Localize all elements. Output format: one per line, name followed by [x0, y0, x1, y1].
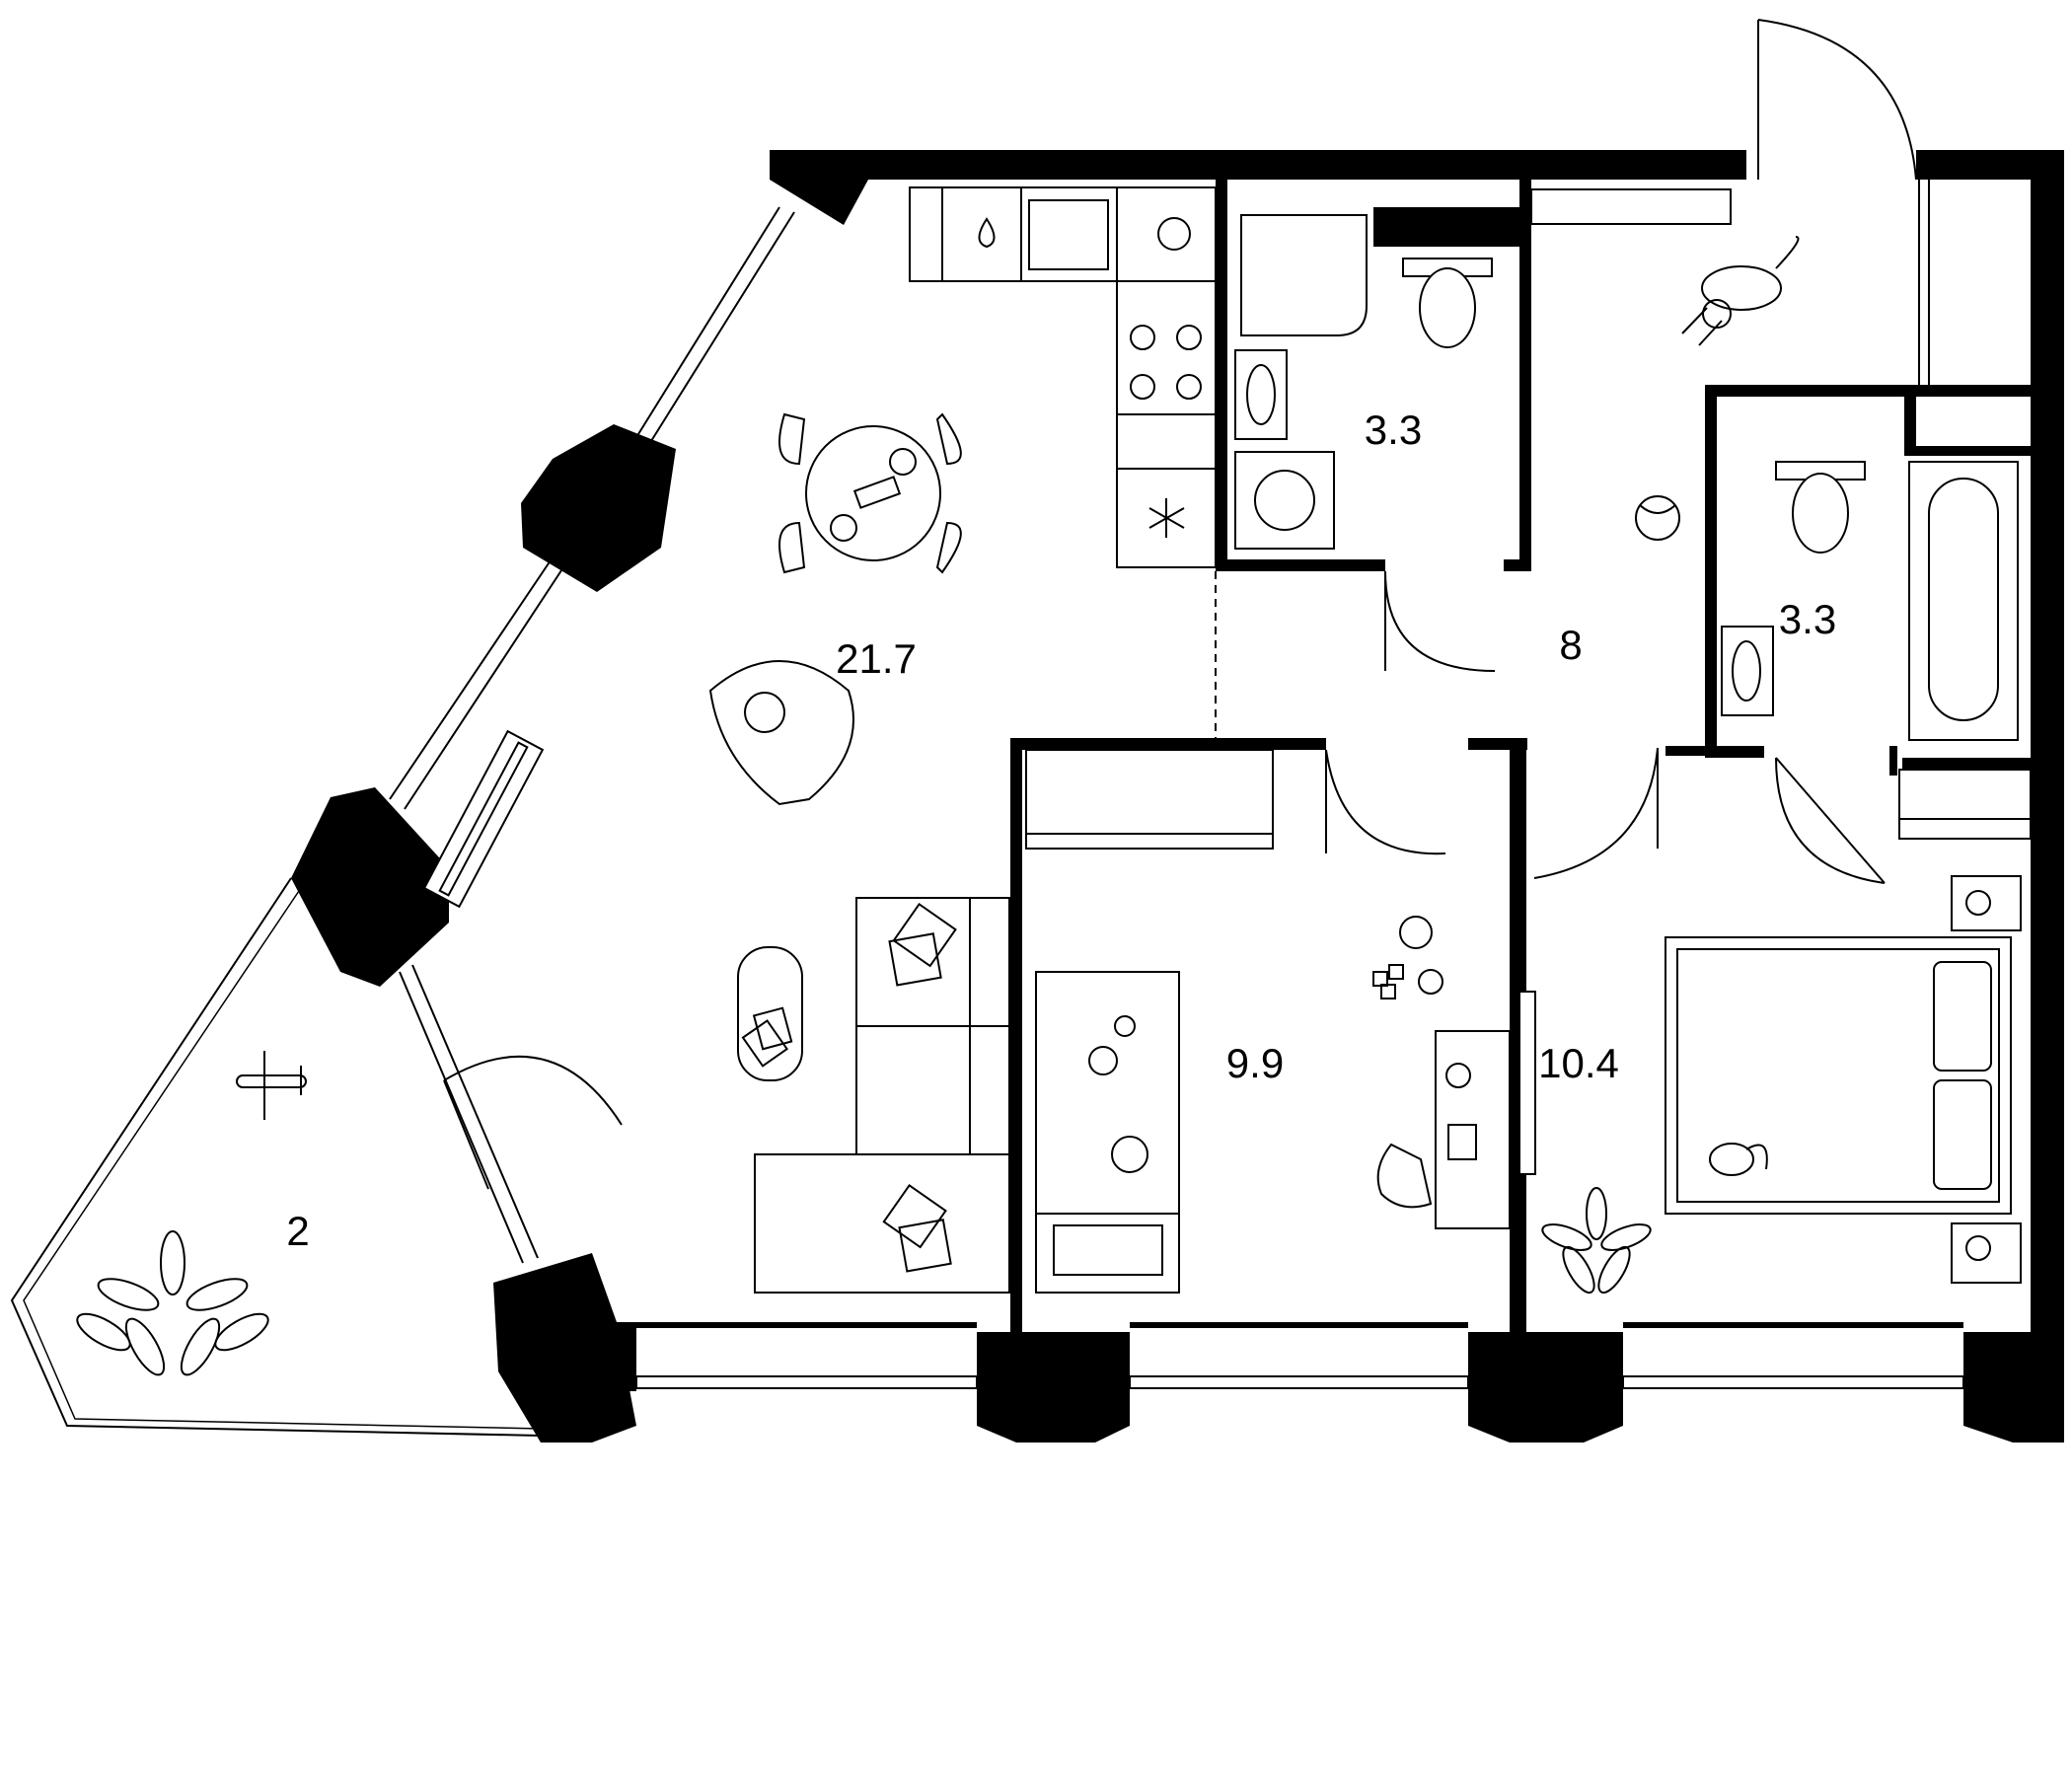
kids-room-furniture: [1025, 749, 1511, 1294]
water-drop-icon: [978, 217, 996, 249]
toy-blocks-icon: [1372, 916, 1443, 999]
area-label-balcony: 2: [286, 1208, 309, 1254]
walls: [291, 150, 2064, 1443]
bathroom-1-fixtures: [1234, 214, 1493, 550]
tv-stand: [422, 729, 545, 909]
washing-machine-icon: [1254, 470, 1315, 531]
teddy-bear-icon: [1088, 1015, 1136, 1075]
bedroom-furniture: [1518, 769, 2032, 1284]
fridge-icon: [1148, 498, 1185, 538]
dining-table: [778, 412, 962, 574]
plant-icon: [1541, 1187, 1652, 1295]
armchair: [708, 660, 854, 806]
toy-icon: [1111, 1136, 1148, 1173]
area-label-living-kitchen: 21.7: [836, 635, 917, 682]
area-labels: 21.7 3.3 8 3.3 9.9 10.4 2: [286, 407, 1836, 1254]
area-label-hallway: 8: [1559, 622, 1582, 668]
area-label-bathroom-1: 3.3: [1365, 407, 1422, 453]
balcony: [10, 877, 623, 1437]
stove-icon: [1130, 325, 1202, 400]
area-label-bathroom-2: 3.3: [1779, 596, 1836, 642]
sofa: [754, 897, 1010, 1294]
plant-icon: [76, 1230, 269, 1376]
ball-icon: [1635, 495, 1680, 541]
kitchen: [909, 186, 1217, 568]
area-label-bedroom: 10.4: [1538, 1040, 1619, 1086]
windows: [389, 180, 1964, 1389]
dog-icon: [1681, 236, 1800, 346]
bathroom-2-fixtures: [1721, 461, 2019, 741]
cat-icon: [1709, 1143, 1768, 1176]
coffee-table: [737, 946, 803, 1081]
doors: [1325, 19, 1917, 884]
area-label-kids-room: 9.9: [1226, 1040, 1284, 1086]
airplane-toy-icon: [236, 1051, 307, 1120]
